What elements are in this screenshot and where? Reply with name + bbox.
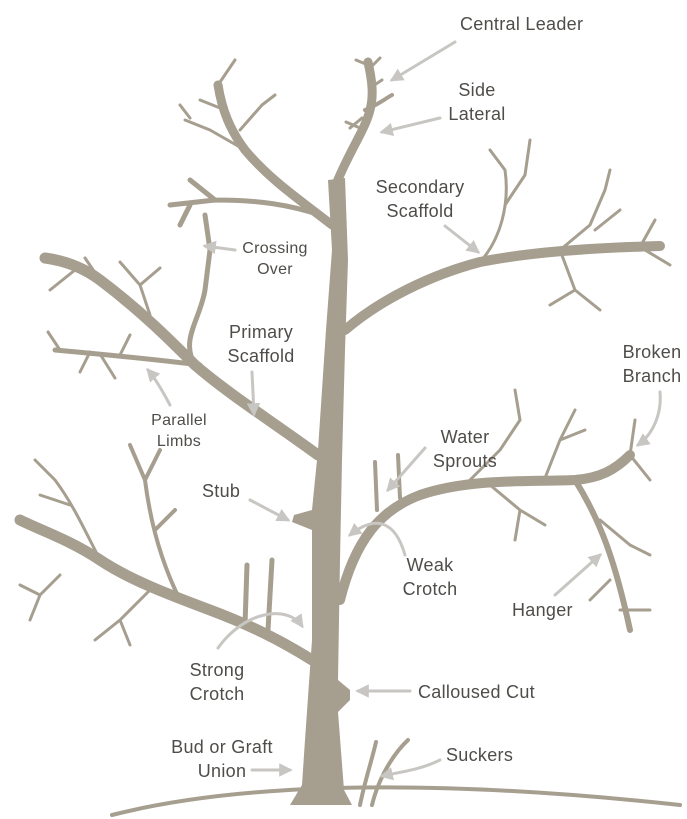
label-suckers: Suckers [446,743,513,767]
arrow-central-leader [392,42,455,80]
arrow-stub [250,500,288,520]
arrow-primary-scaffold [252,372,254,414]
arrow-hanger [555,555,600,595]
weak-crotch-branch [340,455,630,600]
arrow-side-lateral [382,118,440,132]
arrow-broken-branch [638,392,660,445]
label-central-leader: Central Leader [460,12,583,36]
label-hanger: Hanger [512,598,573,622]
label-stub: Stub [202,479,240,503]
ground-line [112,787,680,815]
central-leader-branch [337,62,372,182]
secondary-scaffold-branch [345,246,660,330]
label-calloused-cut: Calloused Cut [418,680,535,704]
arrow-parallel-limbs [148,370,170,405]
arrow-secondary-scaffold [445,226,478,252]
